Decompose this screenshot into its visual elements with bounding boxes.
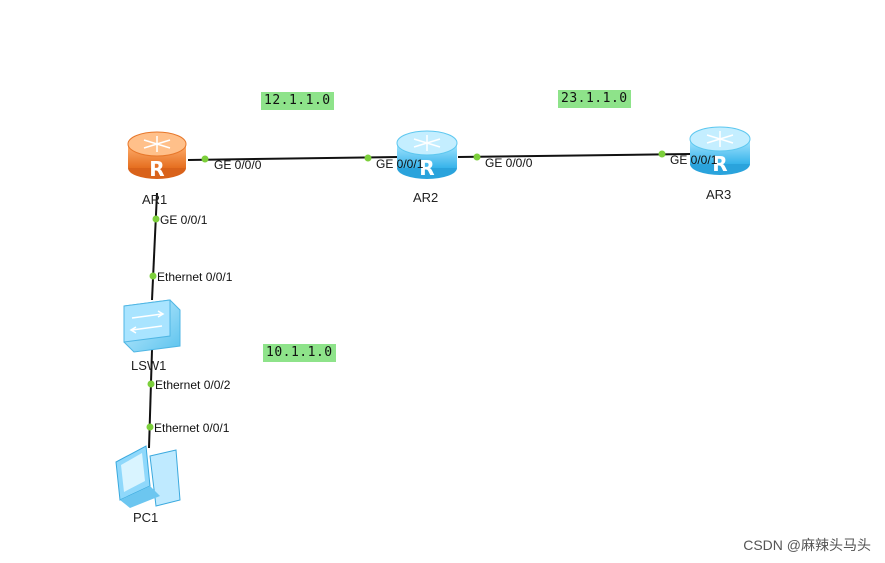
pc-pc1-icon[interactable]: [115, 445, 181, 508]
subnet-label-lan: 10.1.1.0: [263, 344, 336, 362]
device-label-ar2: AR2: [413, 190, 439, 205]
link-ar1-ar2[interactable]: [187, 156, 399, 161]
port-label-lsw1-eth001: Ethernet 0/0/1: [157, 270, 233, 284]
port-dot-ar1-ge001: [152, 215, 160, 223]
port-dot-ar1-ge000: [201, 155, 209, 163]
link-lsw1-pc1[interactable]: [148, 349, 153, 449]
port-dot-lsw1-eth002: [147, 380, 155, 388]
device-label-pc1: PC1: [133, 510, 159, 525]
port-dot-ar2-ge000: [473, 153, 481, 161]
device-label-lsw1: LSW1: [131, 358, 167, 373]
router-ar2-icon[interactable]: R: [396, 130, 458, 180]
port-label-lsw1-eth002: Ethernet 0/0/2: [155, 378, 231, 392]
port-dot-lsw1-eth001: [149, 272, 157, 280]
device-label-ar3: AR3: [706, 187, 732, 202]
port-dot-ar3-ge001: [658, 150, 666, 158]
port-label-ar3-ge001: GE 0/0/1: [670, 153, 718, 167]
port-label-ar2-ge001: GE 0/0/1: [376, 157, 424, 171]
port-label-pc1-eth001: Ethernet 0/0/1: [154, 421, 230, 435]
port-dot-ar2-ge001: [364, 154, 372, 162]
router-ar3-icon[interactable]: R: [689, 126, 751, 176]
router-ar1-icon[interactable]: R: [127, 131, 187, 181]
port-label-ar1-ge001: GE 0/0/1: [160, 213, 208, 227]
svg-text:R: R: [419, 156, 434, 180]
port-dot-pc1-eth001: [146, 423, 154, 431]
svg-text:R: R: [712, 152, 727, 176]
link-ar1-lsw1[interactable]: [151, 192, 158, 301]
subnet-label-ar2-ar3: 23.1.1.0: [558, 90, 631, 108]
port-label-ar2-ge000: GE 0/0/0: [485, 156, 533, 170]
watermark: CSDN @麻辣头马头: [743, 537, 871, 553]
device-label-ar1: AR1: [142, 192, 168, 207]
link-ar2-ar3[interactable]: [457, 153, 691, 158]
port-label-ar1-ge000: GE 0/0/0: [214, 158, 262, 172]
subnet-label-ar1-ar2: 12.1.1.0: [261, 92, 334, 110]
svg-text:R: R: [149, 157, 164, 181]
switch-lsw1-icon[interactable]: [123, 299, 181, 353]
